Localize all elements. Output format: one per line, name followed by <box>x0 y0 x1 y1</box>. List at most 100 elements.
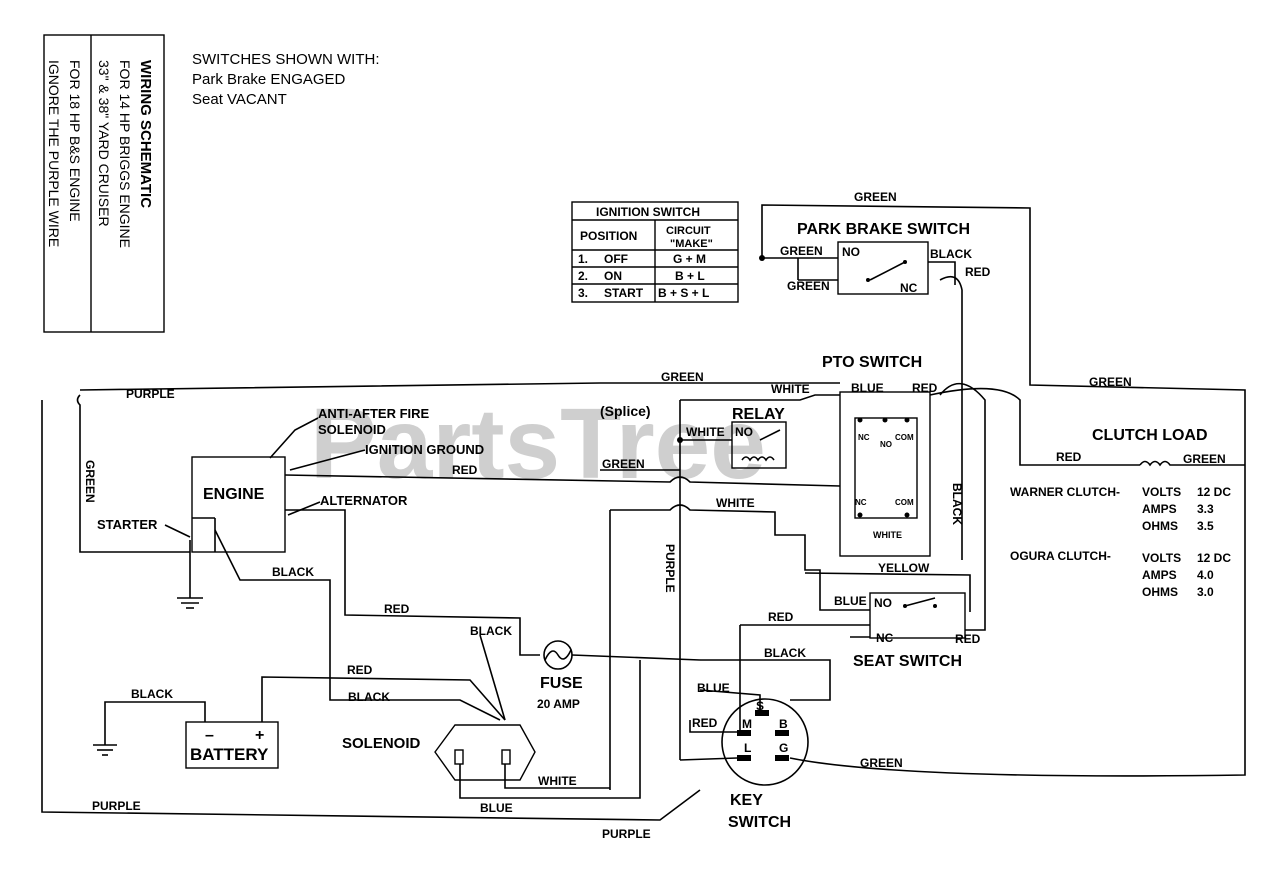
ogura-amps: 4.0 <box>1197 568 1214 582</box>
key-terminal-s: S <box>756 699 764 713</box>
wire-green: GREEN <box>661 370 704 384</box>
wire-blue: BLUE <box>480 801 513 815</box>
wire-black: BLACK <box>950 483 964 525</box>
wire-black: BLACK <box>470 624 512 638</box>
row-3-circuit: B + S + L <box>658 286 709 300</box>
wire-red: RED <box>955 632 981 646</box>
wire-yellow: YELLOW <box>878 561 930 575</box>
wire-purple: PURPLE <box>602 827 651 841</box>
row-2-position: ON <box>604 269 622 283</box>
wire-red: RED <box>452 463 478 477</box>
wire-white: WHITE <box>716 496 755 510</box>
wire-white: WHITE <box>873 530 902 540</box>
ogura-amps-label: AMPS <box>1142 568 1177 582</box>
solenoid-label: SOLENOID <box>342 735 421 752</box>
park-brake-nc: NC <box>900 281 918 295</box>
warner-amps: 3.3 <box>1197 502 1214 516</box>
ignition-switch-table: IGNITION SWITCH POSITION CIRCUIT "MAKE" … <box>571 201 739 303</box>
seat-nc: NC <box>876 631 894 645</box>
anti-after-fire-label: ANTI-AFTER FIRE <box>318 406 430 421</box>
warner-ohms: 3.5 <box>1197 519 1214 533</box>
wire-white: WHITE <box>538 774 577 788</box>
wire-black: BLACK <box>272 565 314 579</box>
wires <box>41 204 1246 821</box>
switches-note: SWITCHES SHOWN WITH: Park Brake ENGAGED … <box>192 51 380 108</box>
ignition-ground-label: IGNITION GROUND <box>365 442 484 457</box>
warner-amps-label: AMPS <box>1142 502 1177 516</box>
wire-color-labels: GREEN GREEN GREEN BLACK RED PURPLE GREEN… <box>83 190 1226 841</box>
ogura-volts: 12 DC <box>1197 551 1231 565</box>
ignition-table-col-circuit: CIRCUIT <box>666 225 711 237</box>
ogura-ohms-label: OHMS <box>1142 585 1178 599</box>
pto-no: NO <box>880 440 892 449</box>
pto-nc-top: NC <box>858 433 870 442</box>
row-1-position: OFF <box>604 252 628 266</box>
contacts <box>677 255 937 608</box>
title-line-1: FOR 14 HP BRIGGS ENGINE <box>117 60 133 248</box>
wire-black: BLACK <box>131 687 173 701</box>
wire-red: RED <box>768 610 794 624</box>
wire-red: RED <box>965 265 991 279</box>
schematic-title: WIRING SCHEMATIC <box>137 60 154 208</box>
wire-red: RED <box>912 381 938 395</box>
ogura-clutch-name: OGURA CLUTCH- <box>1010 549 1111 563</box>
ignition-table-title: IGNITION SWITCH <box>596 205 700 219</box>
warner-volts-label: VOLTS <box>1142 485 1181 499</box>
key-switch-label-1: KEY <box>730 792 763 809</box>
wire-blue: BLUE <box>851 381 884 395</box>
terminal-labels: NO NC NO NC NO COM NC COM NO NC S M B L … <box>735 245 918 755</box>
row-3-position: START <box>604 286 644 300</box>
wire-red: RED <box>347 663 373 677</box>
wire-red: RED <box>692 716 718 730</box>
fuse-label: FUSE <box>540 675 583 692</box>
wire-white: WHITE <box>686 425 725 439</box>
ignition-table-col-position: POSITION <box>580 229 637 243</box>
wire-green: GREEN <box>1089 375 1132 389</box>
switches-line-2: Seat VACANT <box>192 91 287 108</box>
wire-black: BLACK <box>930 247 972 261</box>
key-terminal-g: G <box>779 741 788 755</box>
relay-no: NO <box>735 425 753 439</box>
pto-switch-label: PTO SWITCH <box>822 354 922 371</box>
relay-label: RELAY <box>732 406 785 423</box>
warner-volts: 12 DC <box>1197 485 1231 499</box>
anti-after-fire-solenoid-label: SOLENOID <box>318 422 386 437</box>
battery-minus: – <box>205 727 214 744</box>
clutch-load-label: CLUTCH LOAD <box>1092 427 1208 444</box>
title-line-2: 33" & 38" YARD CRUISER <box>96 60 112 227</box>
warner-clutch-name: WARNER CLUTCH- <box>1010 485 1120 499</box>
key-terminal-b: B <box>779 717 788 731</box>
wire-green: GREEN <box>854 190 897 204</box>
title-line-3: FOR 18 HP B&S ENGINE <box>67 60 83 222</box>
row-2-circuit: B + L <box>675 269 705 283</box>
key-terminal-m: M <box>742 717 752 731</box>
clutch-specs: WARNER CLUTCH- VOLTS 12 DC AMPS 3.3 OHMS… <box>1010 485 1231 599</box>
pto-com-top: COM <box>895 433 914 442</box>
battery-plus: + <box>255 727 264 744</box>
wire-red: RED <box>1056 450 1082 464</box>
splice-label: (Splice) <box>600 403 651 419</box>
wire-green: GREEN <box>602 457 645 471</box>
switches-line-1: Park Brake ENGAGED <box>192 71 346 88</box>
pto-com-bottom: COM <box>895 498 914 507</box>
fuse-rating: 20 AMP <box>537 697 580 711</box>
wire-blue: BLUE <box>697 681 730 695</box>
wire-white: WHITE <box>771 382 810 396</box>
warner-ohms-label: OHMS <box>1142 519 1178 533</box>
park-brake-no: NO <box>842 245 860 259</box>
wire-green: GREEN <box>860 756 903 770</box>
row-1-circuit: G + M <box>673 252 706 266</box>
pto-nc-bottom: NC <box>855 498 867 507</box>
row-3-num: 3. <box>578 286 588 300</box>
row-2-num: 2. <box>578 269 588 283</box>
wire-red: RED <box>384 602 410 616</box>
wire-green: GREEN <box>83 460 97 503</box>
alternator-label: ALTERNATOR <box>320 493 408 508</box>
wire-purple: PURPLE <box>126 387 175 401</box>
switches-heading: SWITCHES SHOWN WITH: <box>192 51 380 68</box>
ogura-ohms: 3.0 <box>1197 585 1214 599</box>
wire-green: GREEN <box>780 244 823 258</box>
component-labels: PARK BRAKE SWITCH PTO SWITCH RELAY (Spli… <box>97 221 1208 831</box>
